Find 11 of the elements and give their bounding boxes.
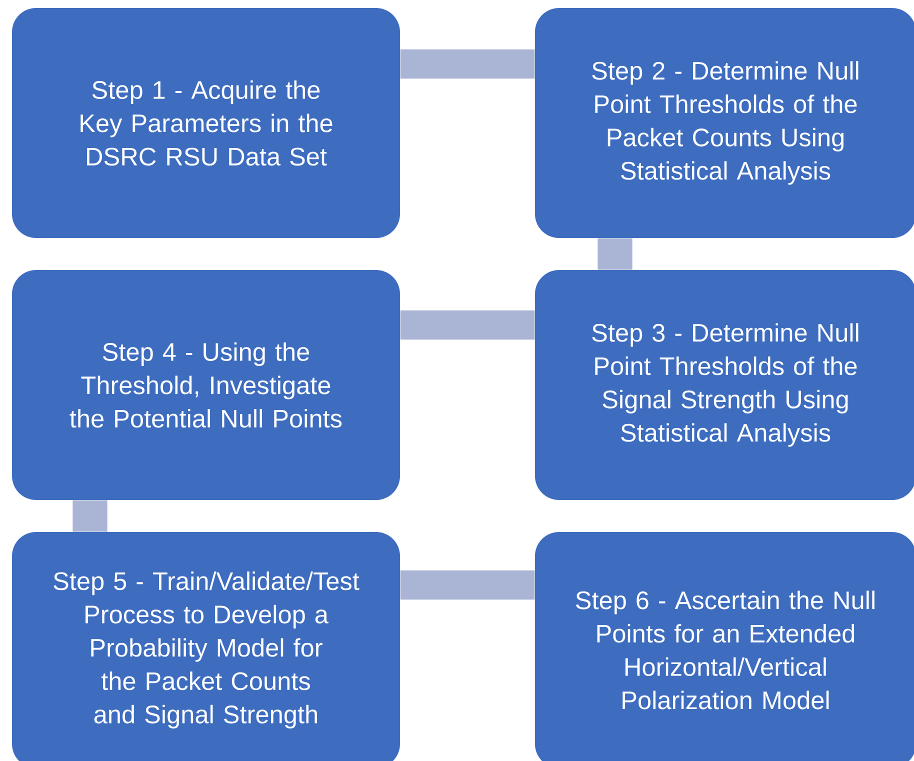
connector-bar: [598, 238, 632, 270]
process-box: Step 4 - Using the Threshold, Investigate the Potential Null Points: [12, 270, 400, 500]
connector-bar: [400, 310, 535, 340]
process-box: Step 6 - Ascertain the Null Points for an Extended Horizontal/Vertical Polarization Model: [534, 532, 914, 761]
process-box: Step 5 - Train/Validate/Test Process to Develop a Probability Model for the Packet Counts and Signal Strength: [12, 532, 400, 761]
connector-bar: [400, 570, 535, 600]
process-box: Step 1 - Acquire the Key Parameters in the DSRC RSU Data Set: [12, 8, 400, 238]
process-box: Step 2 - Determine Null Point Thresholds of the Packet Counts Using Statistical Analysis: [534, 8, 914, 238]
connector-bar: [72, 500, 108, 532]
process-box: Step 3 - Determine Null Point Thresholds of the Signal Strength Using Statistical Analysis: [534, 270, 914, 500]
connector-bar: [400, 49, 535, 79]
